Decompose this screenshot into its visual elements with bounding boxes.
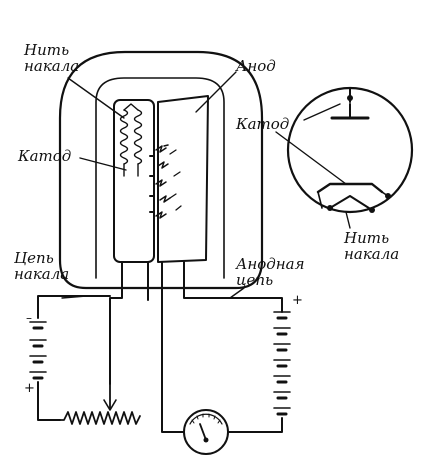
rheostat [59, 383, 141, 425]
ammeter [161, 409, 283, 455]
polarity-minus-filament: – [26, 311, 32, 325]
tube-leads [109, 261, 283, 411]
tube-symbol [286, 86, 414, 214]
tube-glass-outer [58, 50, 264, 290]
filament-battery [29, 295, 111, 421]
label-anode-top: Анод [236, 57, 276, 75]
polarity-plus-filament: + [24, 381, 35, 396]
filament-coil [119, 109, 143, 165]
label-anode-circuit: Анодная цепь [236, 255, 305, 289]
tube-glass-inner [95, 77, 225, 279]
label-cathode-left: Катод [18, 147, 72, 165]
anode-plate [157, 95, 209, 263]
label-cathode-right: Катод [236, 115, 290, 133]
electron-flow-arrows [149, 144, 182, 219]
label-filament-right: Нить накала [344, 229, 400, 263]
label-filament-top: Нить накала [24, 41, 80, 75]
polarity-plus-anode: + [292, 293, 303, 308]
label-filament-circuit: Цепь накала [14, 249, 70, 283]
leader-lines [61, 71, 351, 299]
anode-battery [273, 311, 291, 416]
cathode-sleeve [113, 99, 155, 263]
